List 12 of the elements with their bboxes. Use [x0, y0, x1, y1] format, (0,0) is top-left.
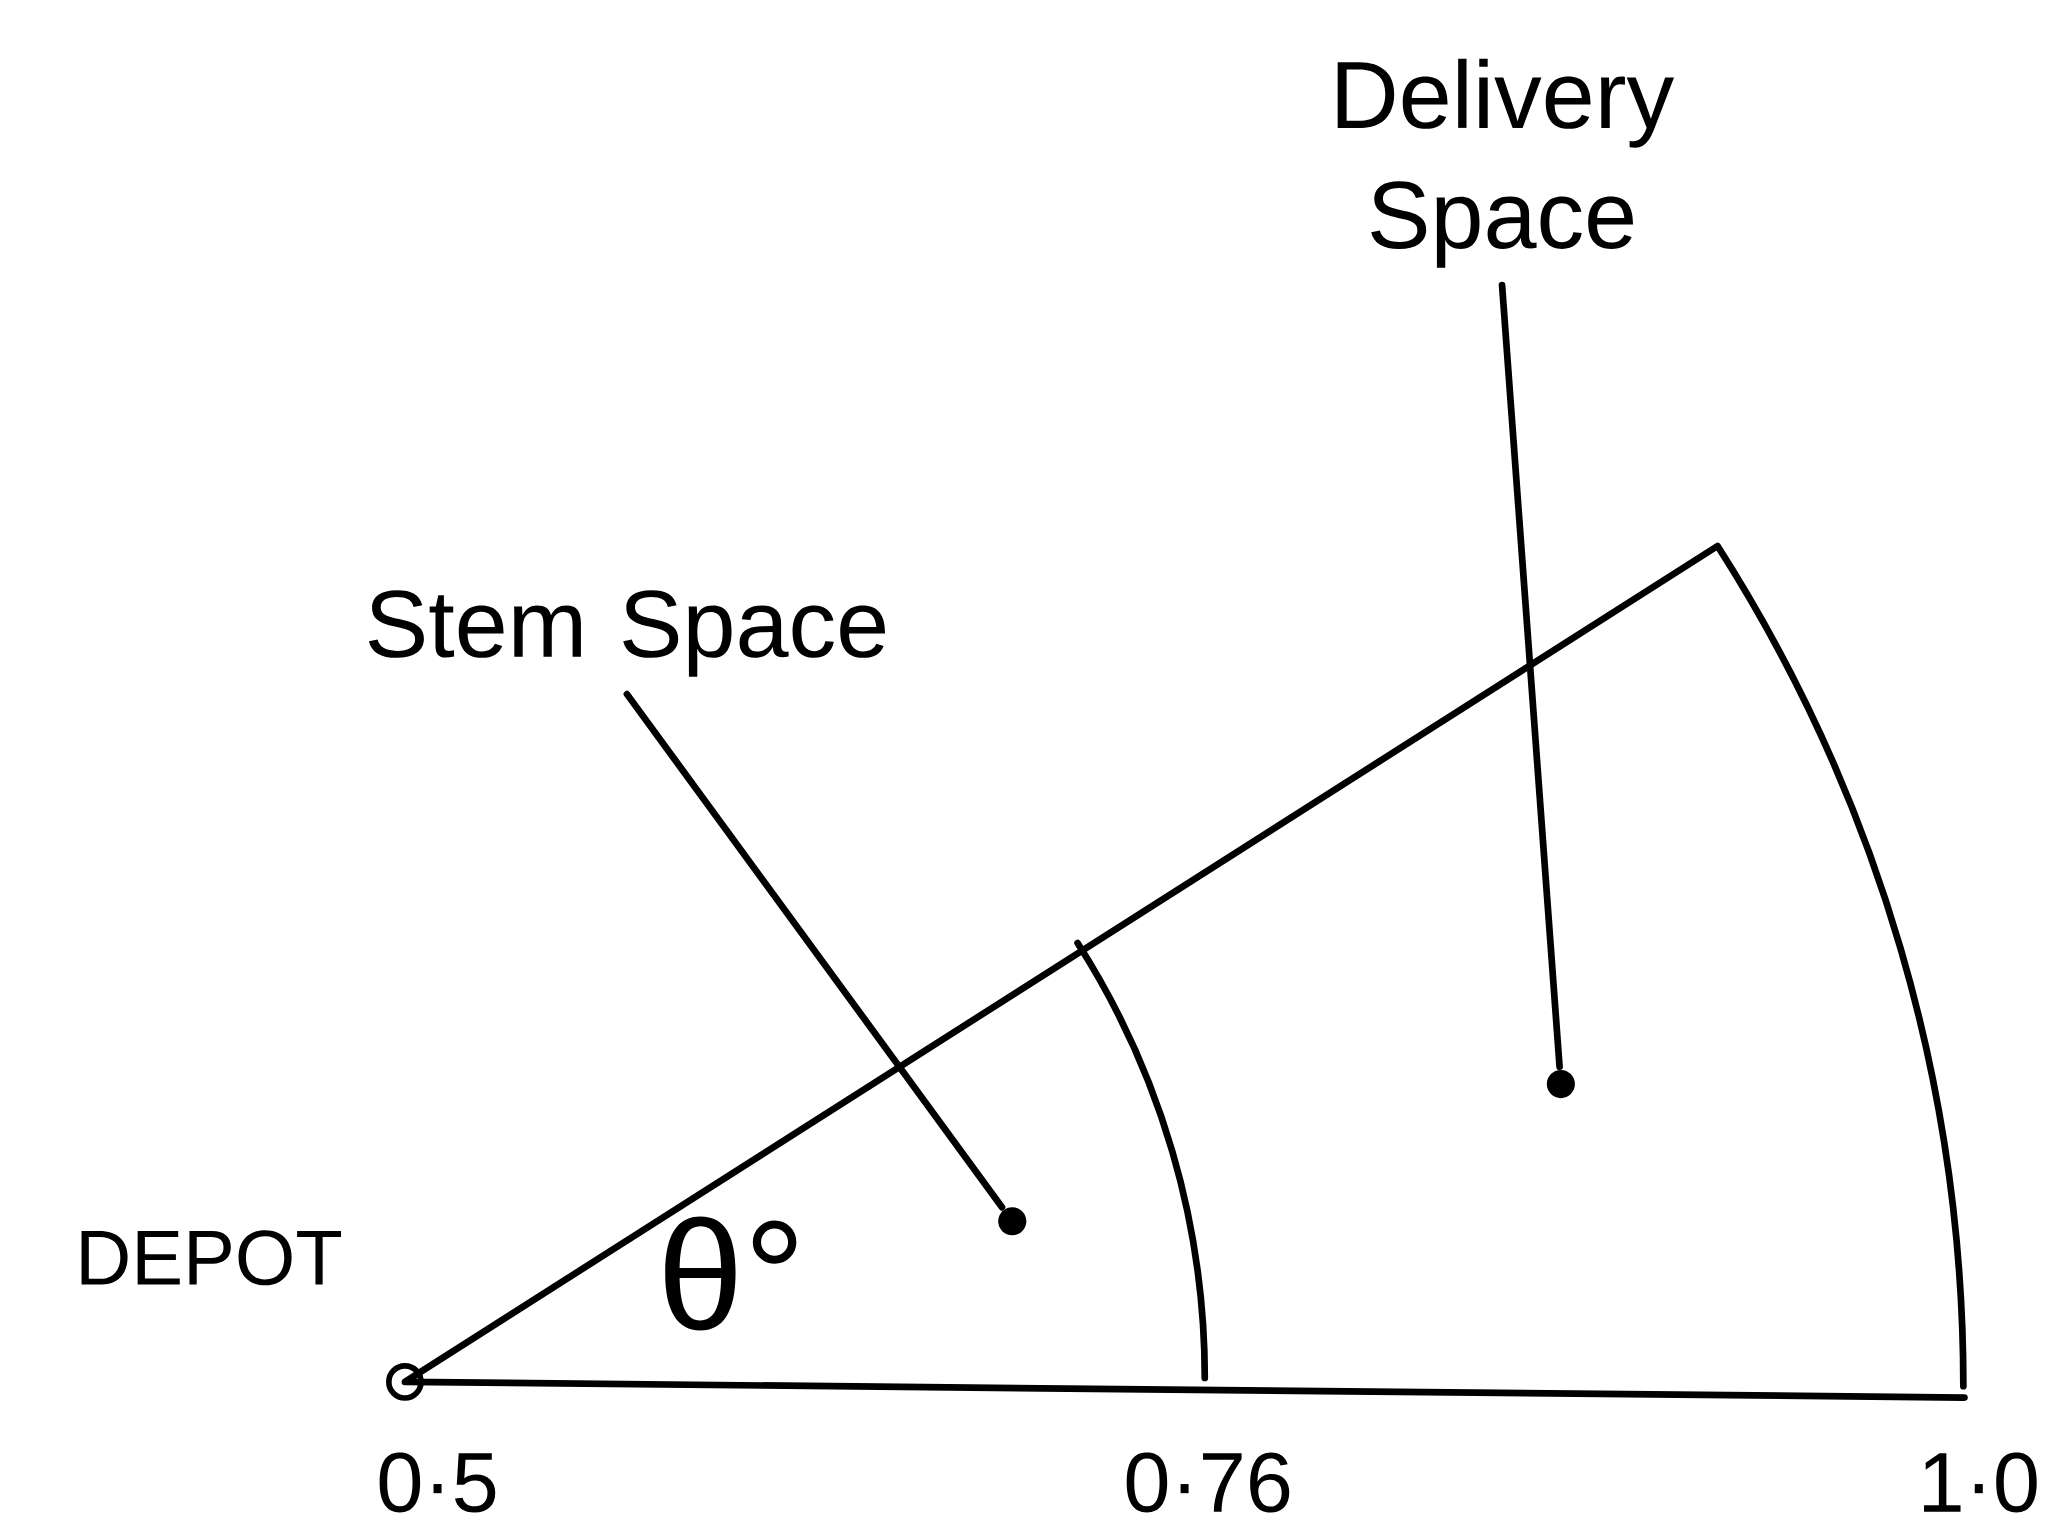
point-dot [998, 1207, 1027, 1236]
depot-circle [386, 1363, 424, 1401]
tick-label: 0·76 [1126, 1452, 1290, 1513]
space-label: Stem Space [368, 590, 885, 677]
leader-line [623, 690, 1006, 1211]
point-dot [1546, 1070, 1575, 1099]
angle-label: θ° [665, 1216, 797, 1331]
space-label: Delivery Space [1337, 58, 1674, 268]
tick-label: 1·0 [1924, 1452, 2037, 1513]
leader-line [1498, 282, 1563, 1071]
depot-label: DEPOT [81, 1230, 342, 1286]
tick-label: 0·5 [379, 1452, 496, 1513]
